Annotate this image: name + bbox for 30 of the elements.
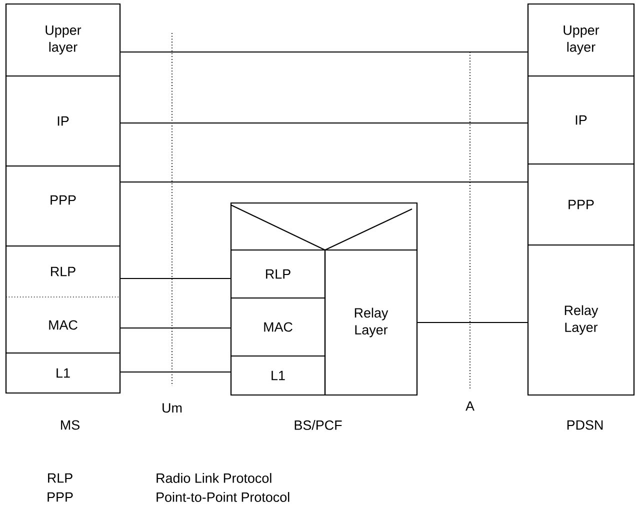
layer-box: L1 <box>230 355 326 396</box>
connection-line <box>120 181 528 183</box>
layer-box: IP <box>5 75 121 167</box>
interface-label: Um <box>162 403 182 413</box>
layer-box: IP <box>527 75 635 165</box>
connection-line <box>120 371 230 373</box>
connection-line <box>120 327 230 329</box>
layer-box: MAC <box>230 297 326 357</box>
connection-line <box>120 51 528 53</box>
abbreviation: PPP <box>48 492 73 502</box>
layer-box: Upper layer <box>5 3 121 77</box>
layer-box: Upper layer <box>527 3 635 77</box>
entity-label: PDSN <box>567 420 603 430</box>
layer-box: Relay Layer <box>324 249 418 396</box>
layer-box: L1 <box>5 352 121 394</box>
layer-box: PPP <box>527 163 635 246</box>
layer-box: PPP <box>5 165 121 247</box>
connection-line <box>120 278 230 280</box>
entity-label: MS <box>61 420 80 430</box>
layer-box: MAC <box>5 297 121 354</box>
abbreviation-text: Point-to-Point Protocol <box>156 492 290 502</box>
layer-box: RLP <box>230 249 326 299</box>
connection-line <box>418 322 528 324</box>
abbreviation-text: Radio Link Protocol <box>156 473 272 483</box>
entity-label: BS/PCF <box>294 420 342 430</box>
layer-box: RLP <box>5 245 121 298</box>
abbreviation: RLP <box>48 473 72 483</box>
interface-label: A <box>466 401 474 411</box>
layer-box: Relay Layer <box>527 244 635 396</box>
connection-line <box>120 122 528 124</box>
